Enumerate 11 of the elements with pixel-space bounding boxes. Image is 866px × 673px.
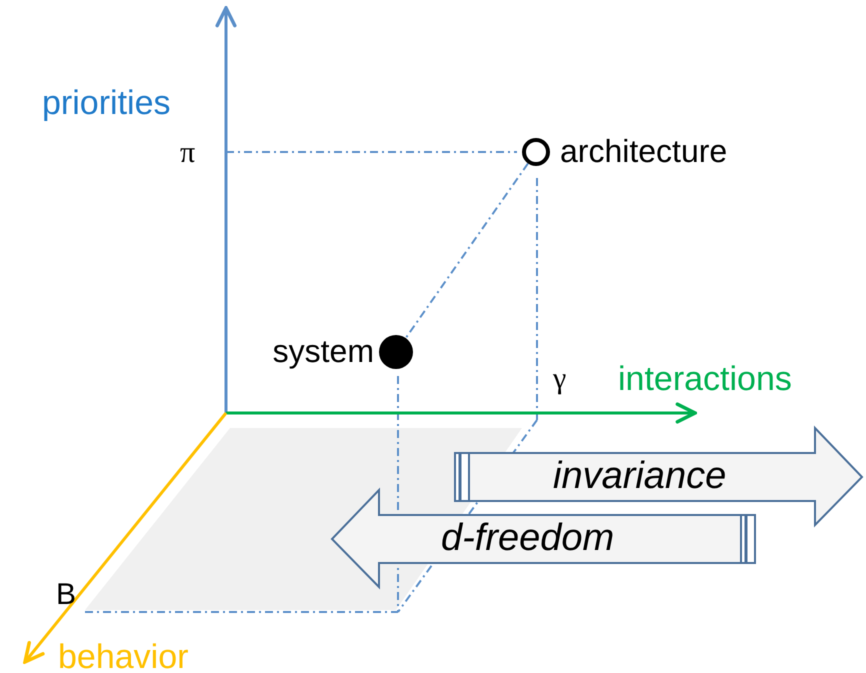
axis-value: B: [56, 580, 76, 610]
point-label: system: [272, 335, 374, 367]
point-label: architecture: [560, 135, 728, 167]
axis-label: interactions: [618, 362, 792, 396]
axis-value: π: [180, 138, 196, 168]
axis-value: γ: [553, 364, 566, 394]
axis-label: behavior: [58, 640, 188, 673]
arrow-label: invariance: [553, 457, 726, 495]
axis-label: priorities: [42, 86, 170, 120]
arrow-label: d-freedom: [441, 519, 614, 557]
connector-line: [406, 162, 529, 338]
